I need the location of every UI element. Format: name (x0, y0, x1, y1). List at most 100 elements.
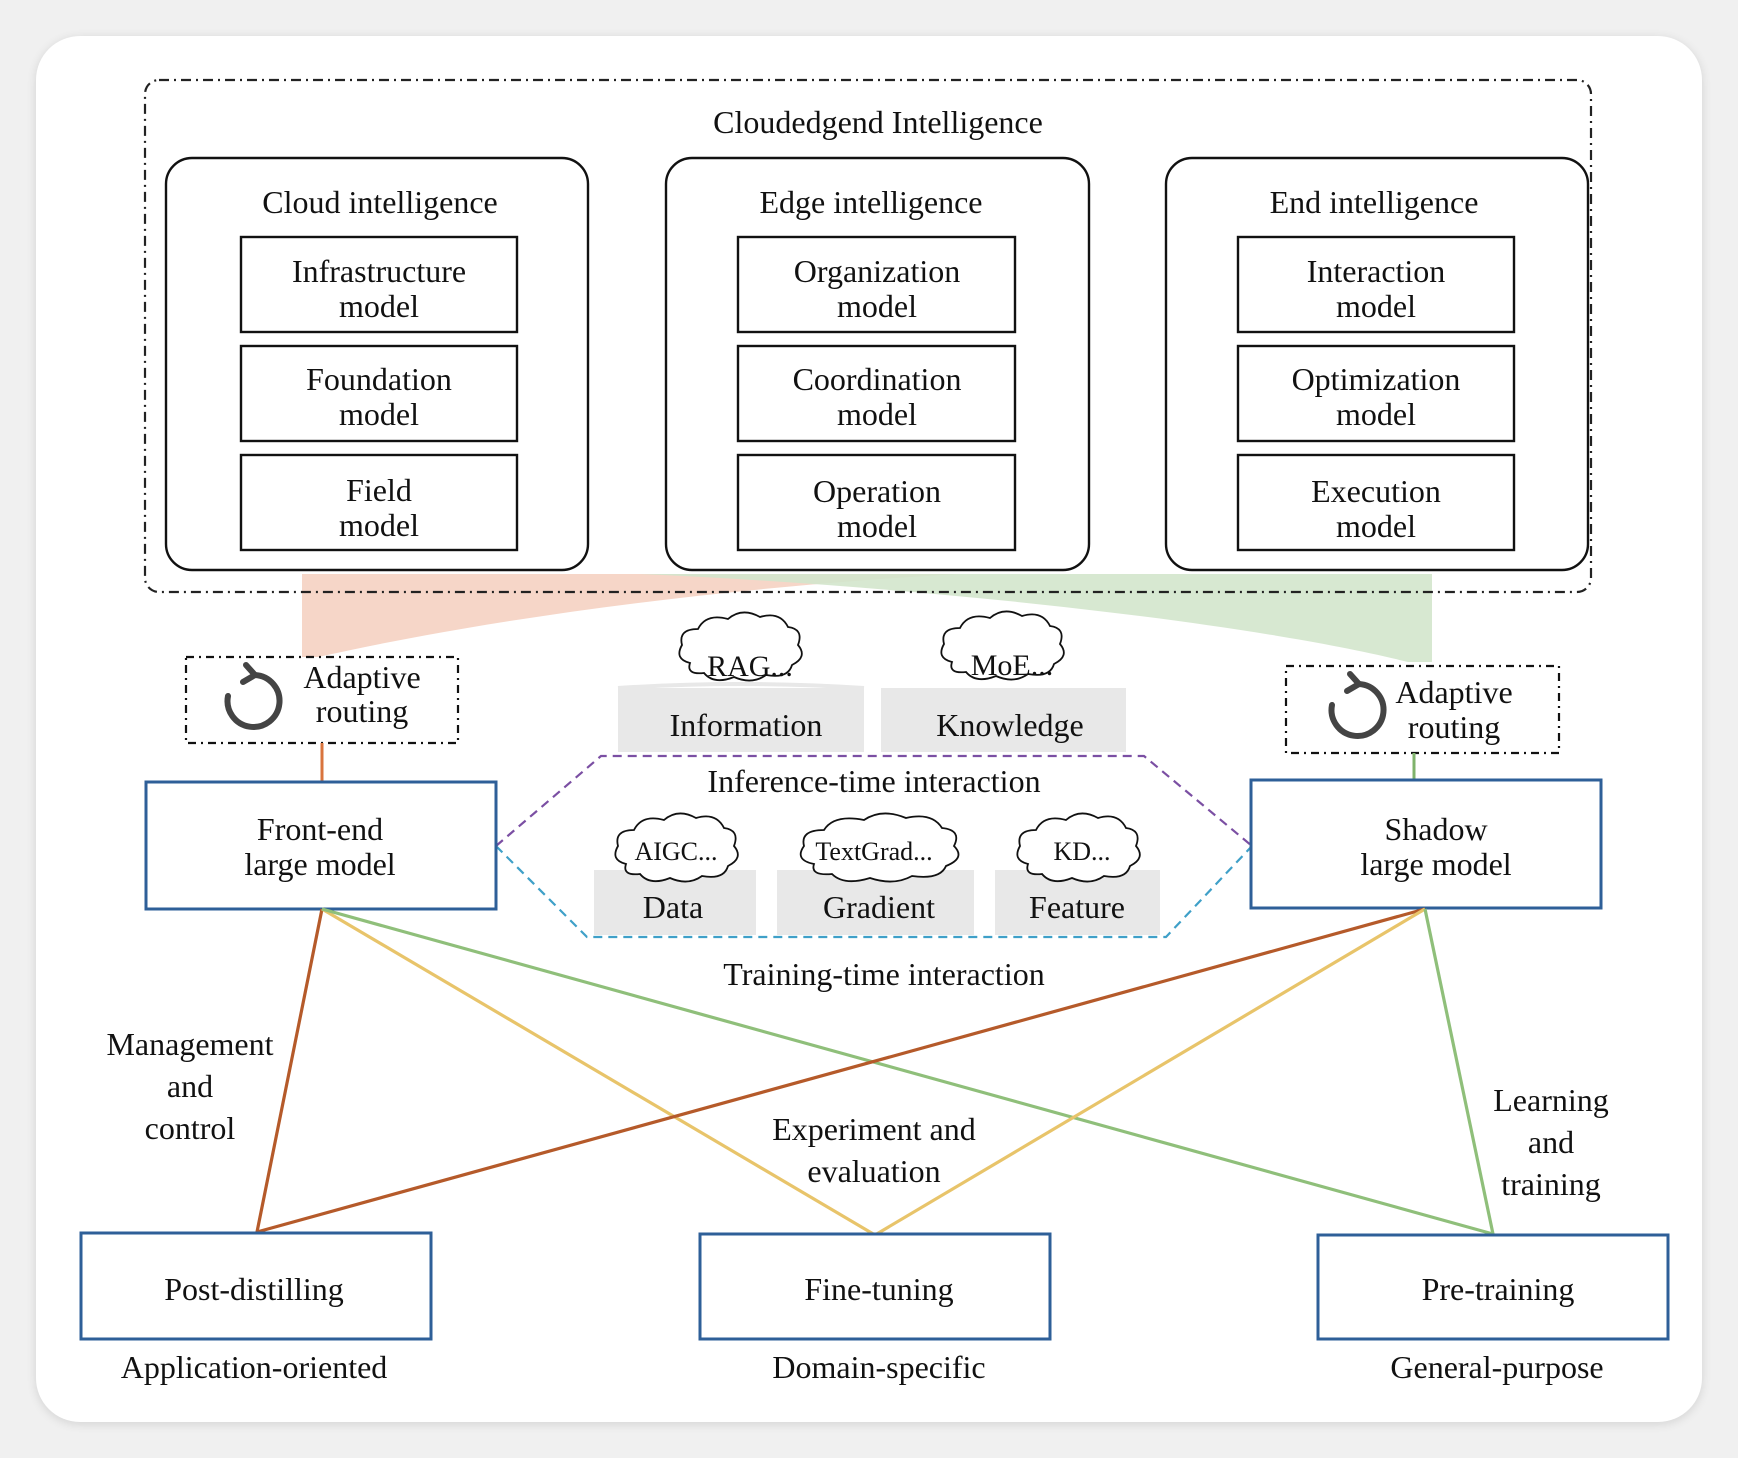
model-label: model (339, 396, 419, 432)
model-box (1236, 453, 1516, 552)
rag-cloud-label: RAG... (707, 650, 793, 683)
feature-label: Feature (1029, 889, 1125, 925)
panel-title: Edge intelligence (759, 184, 982, 220)
knowledge-tab: Knowledge (881, 688, 1126, 752)
svg-text:evaluation: evaluation (807, 1153, 940, 1189)
pre-training-label: Pre-training (1422, 1271, 1575, 1307)
moe-cloud-label: MoE... (971, 649, 1054, 682)
front-model-label: large model (244, 846, 395, 882)
line-front-post (255, 908, 324, 1233)
model-label: Field (346, 472, 412, 508)
line-shadow-fine (874, 907, 1426, 1237)
shadow-model-box: Shadow large model (1249, 778, 1603, 910)
svg-text:training: training (1501, 1166, 1601, 1202)
cloudedgend-title: Cloudedgend Intelligence (713, 104, 1043, 140)
model-label: model (1336, 288, 1416, 324)
refresh-icon (224, 662, 283, 730)
learning-label: Learning and training (1493, 1082, 1609, 1202)
end-intelligence-panel: End intelligence Interaction model Optim… (1164, 156, 1590, 572)
model-box (239, 235, 519, 334)
model-label: model (837, 396, 917, 432)
model-label: model (1336, 508, 1416, 544)
model-label: Interaction (1307, 253, 1446, 289)
panel-title: End intelligence (1270, 184, 1479, 220)
fine-tuning-label: Fine-tuning (804, 1271, 953, 1307)
cloud-icon (614, 812, 739, 883)
model-label: Execution (1311, 473, 1441, 509)
shadow-model-label: Shadow (1384, 811, 1487, 847)
cloud-icon (1016, 812, 1141, 883)
model-box (1236, 344, 1516, 443)
svg-text:Learning: Learning (1493, 1082, 1609, 1118)
line-shadow-post (256, 907, 1426, 1234)
model-label: Infrastructure (292, 253, 466, 289)
fine-tuning-box: Fine-tuning (698, 1232, 1052, 1341)
experiment-label: Experiment and evaluation (772, 1111, 975, 1189)
model-box (239, 344, 519, 443)
peach-flow (302, 574, 960, 657)
routing-label: routing (1408, 709, 1500, 745)
model-box (239, 453, 519, 552)
svg-text:and: and (167, 1068, 213, 1104)
inference-label: Inference-time interaction (707, 763, 1040, 799)
routing-label: Adaptive (303, 659, 420, 695)
svg-text:Management: Management (106, 1026, 273, 1062)
model-box (736, 453, 1017, 552)
model-box (736, 235, 1017, 334)
information-label: Information (670, 707, 823, 743)
front-end-model-box: Front-end large model (144, 780, 498, 911)
application-oriented-caption: Application-oriented (121, 1349, 388, 1385)
model-label: model (1336, 396, 1416, 432)
cloudedgend-container (143, 78, 1593, 594)
aigc-cloud-label: AIGC... (634, 837, 717, 866)
line-front-fine (321, 907, 876, 1237)
gradient-tab: Gradient (777, 870, 974, 935)
adaptive-routing-right: Adaptive routing (1284, 664, 1561, 755)
model-label: Operation (813, 473, 941, 509)
feature-tab: Feature (995, 870, 1160, 935)
edge-intelligence-panel: Edge intelligence Organization model Coo… (664, 156, 1091, 572)
shadow-model-label: large model (1360, 846, 1511, 882)
front-model-label: Front-end (257, 811, 383, 847)
svg-text:control: control (145, 1110, 236, 1146)
kd-cloud-label: KD... (1053, 837, 1110, 866)
general-purpose-caption: General-purpose (1390, 1349, 1603, 1385)
post-distilling-box: Post-distilling (79, 1231, 433, 1341)
model-box (1236, 235, 1516, 334)
model-label: model (837, 288, 917, 324)
model-label: Optimization (1292, 361, 1461, 397)
adaptive-routing-left: Adaptive routing (184, 655, 460, 745)
routing-label: Adaptive (1395, 674, 1512, 710)
gradient-label: Gradient (823, 889, 935, 925)
cloud-icon (799, 812, 960, 883)
routing-label: routing (316, 693, 408, 729)
data-tab: Data (594, 870, 756, 935)
svg-text:and: and (1528, 1124, 1574, 1160)
model-box (736, 344, 1017, 443)
management-label: Management and control (106, 1026, 273, 1146)
data-label: Data (643, 889, 703, 925)
training-label: Training-time interaction (723, 956, 1044, 992)
line-shadow-pre (1423, 908, 1495, 1235)
panel-title: Cloud intelligence (262, 184, 498, 220)
cloud-intelligence-panel: Cloud intelligence Infrastructure model … (164, 156, 590, 572)
pre-training-box: Pre-training (1316, 1233, 1670, 1341)
connection-lines (255, 907, 1495, 1237)
model-label: Coordination (793, 361, 962, 397)
model-label: Foundation (306, 361, 452, 397)
svg-text:Experiment and: Experiment and (772, 1111, 975, 1147)
interaction-hexagon (495, 754, 1253, 939)
refresh-icon (1328, 671, 1387, 739)
knowledge-label: Knowledge (936, 707, 1084, 743)
cloud-icon (678, 611, 803, 682)
post-distilling-label: Post-distilling (164, 1271, 344, 1307)
model-label: model (339, 288, 419, 324)
green-flow (640, 574, 1432, 662)
domain-specific-caption: Domain-specific (772, 1349, 985, 1385)
model-label: model (339, 507, 419, 543)
line-front-pre (321, 907, 1494, 1236)
textgrad-cloud-label: TextGrad... (815, 837, 932, 866)
cloud-icon (940, 610, 1065, 681)
model-label: Organization (794, 253, 960, 289)
